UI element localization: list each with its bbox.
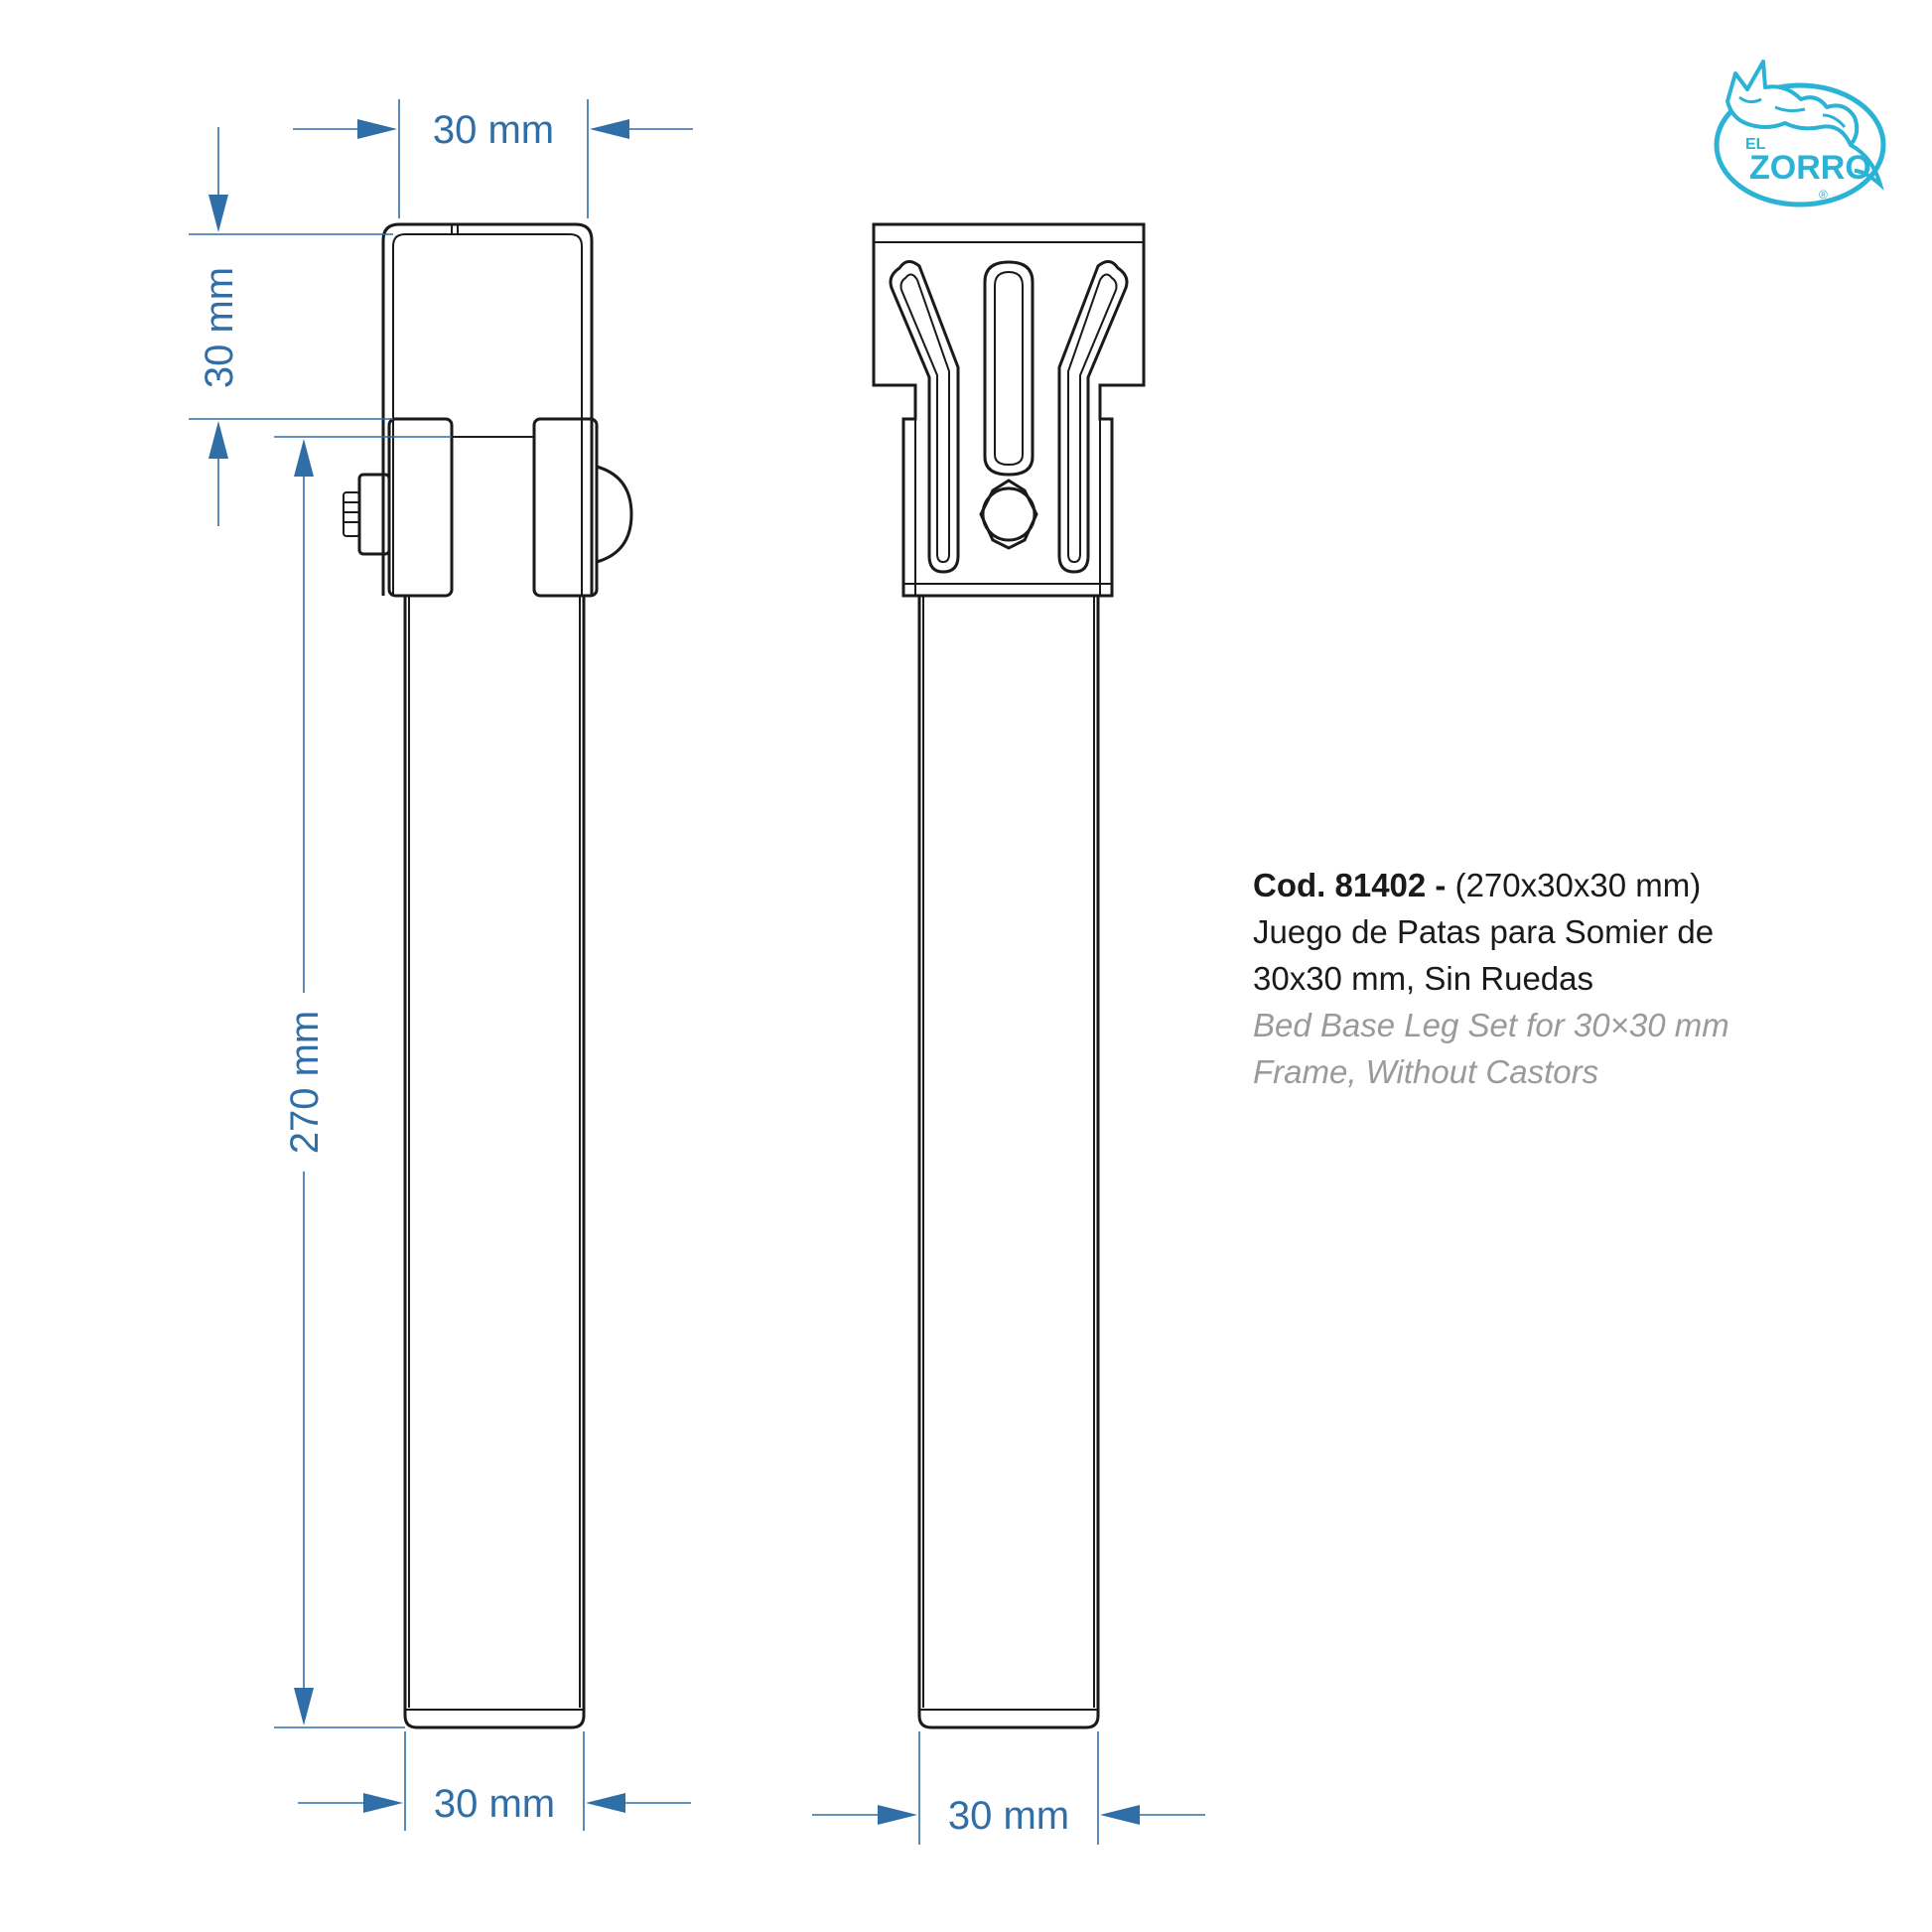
arrow <box>357 119 397 139</box>
logo-main-text: ZORRO <box>1749 149 1871 187</box>
front-bolt-hex <box>979 479 1038 550</box>
arrow <box>586 1793 625 1813</box>
side-plate-right <box>532 417 599 598</box>
front-slot-right <box>1057 260 1129 574</box>
front-slot-middle <box>983 260 1035 477</box>
dimension-leg-height: 270 mm <box>274 436 452 1728</box>
arrow <box>294 439 314 477</box>
front-top-plate <box>872 222 1146 598</box>
dimension-bottom-width-front: 30 mm <box>812 1731 1205 1845</box>
side-view <box>343 222 633 1729</box>
front-leg-tube <box>917 596 1100 1729</box>
bottom-width-side-label: 30 mm <box>434 1782 555 1826</box>
front-view <box>872 222 1146 1729</box>
title-es-line-1: Juego de Patas para Somier de <box>1253 913 1715 950</box>
dimension-bottom-width-side: 30 mm <box>298 1731 691 1831</box>
arrow <box>590 119 629 139</box>
arrow <box>208 195 228 232</box>
title-en-line-1: Bed Base Leg Set for 30×30 mm <box>1253 1007 1729 1043</box>
front-slot-left <box>889 260 960 574</box>
side-bracket-inner <box>392 233 583 596</box>
brand-logo: EL ZORRO ® <box>1714 60 1886 207</box>
product-size: (270x30x30 mm) <box>1454 867 1702 903</box>
arrow <box>294 1688 314 1725</box>
side-bolt-thread <box>343 491 360 537</box>
product-description: Cod. 81402 - (270x30x30 mm) Juego de Pat… <box>1253 862 1868 1095</box>
leg-height-label: 270 mm <box>283 1011 327 1155</box>
front-bolt-head <box>981 486 1036 542</box>
logo-small-text: EL <box>1745 136 1766 153</box>
top-width-label: 30 mm <box>433 108 554 152</box>
arrow <box>1100 1805 1140 1825</box>
front-slot-left-inner <box>899 273 950 564</box>
title-es-line-2: 30x30 mm, Sin Ruedas <box>1253 960 1594 997</box>
title-en-line-2: Frame, Without Castors <box>1253 1053 1599 1090</box>
fox-icon <box>1725 60 1860 147</box>
bracket-height-label: 30 mm <box>198 267 241 388</box>
side-plate-left <box>387 417 454 598</box>
fox-tail <box>1849 143 1884 191</box>
arrow <box>208 421 228 459</box>
logo-registered-mark: ® <box>1819 188 1828 202</box>
bottom-width-front-label: 30 mm <box>948 1794 1069 1838</box>
dimension-bracket-height: 30 mm <box>189 127 393 526</box>
arrow <box>878 1805 917 1825</box>
side-leg-tube <box>403 596 586 1729</box>
side-bolt-head <box>596 465 633 564</box>
product-code-line: Cod. 81402 - (270x30x30 mm) <box>1253 862 1868 908</box>
fox-detail <box>1738 95 1847 128</box>
side-bracket-outer <box>381 222 594 596</box>
front-slot-middle-inner <box>994 270 1024 467</box>
front-slot-right-inner <box>1067 273 1118 564</box>
dimension-top-width: 30 mm <box>293 99 693 218</box>
product-code: Cod. 81402 - <box>1253 867 1447 903</box>
arrow <box>363 1793 403 1813</box>
